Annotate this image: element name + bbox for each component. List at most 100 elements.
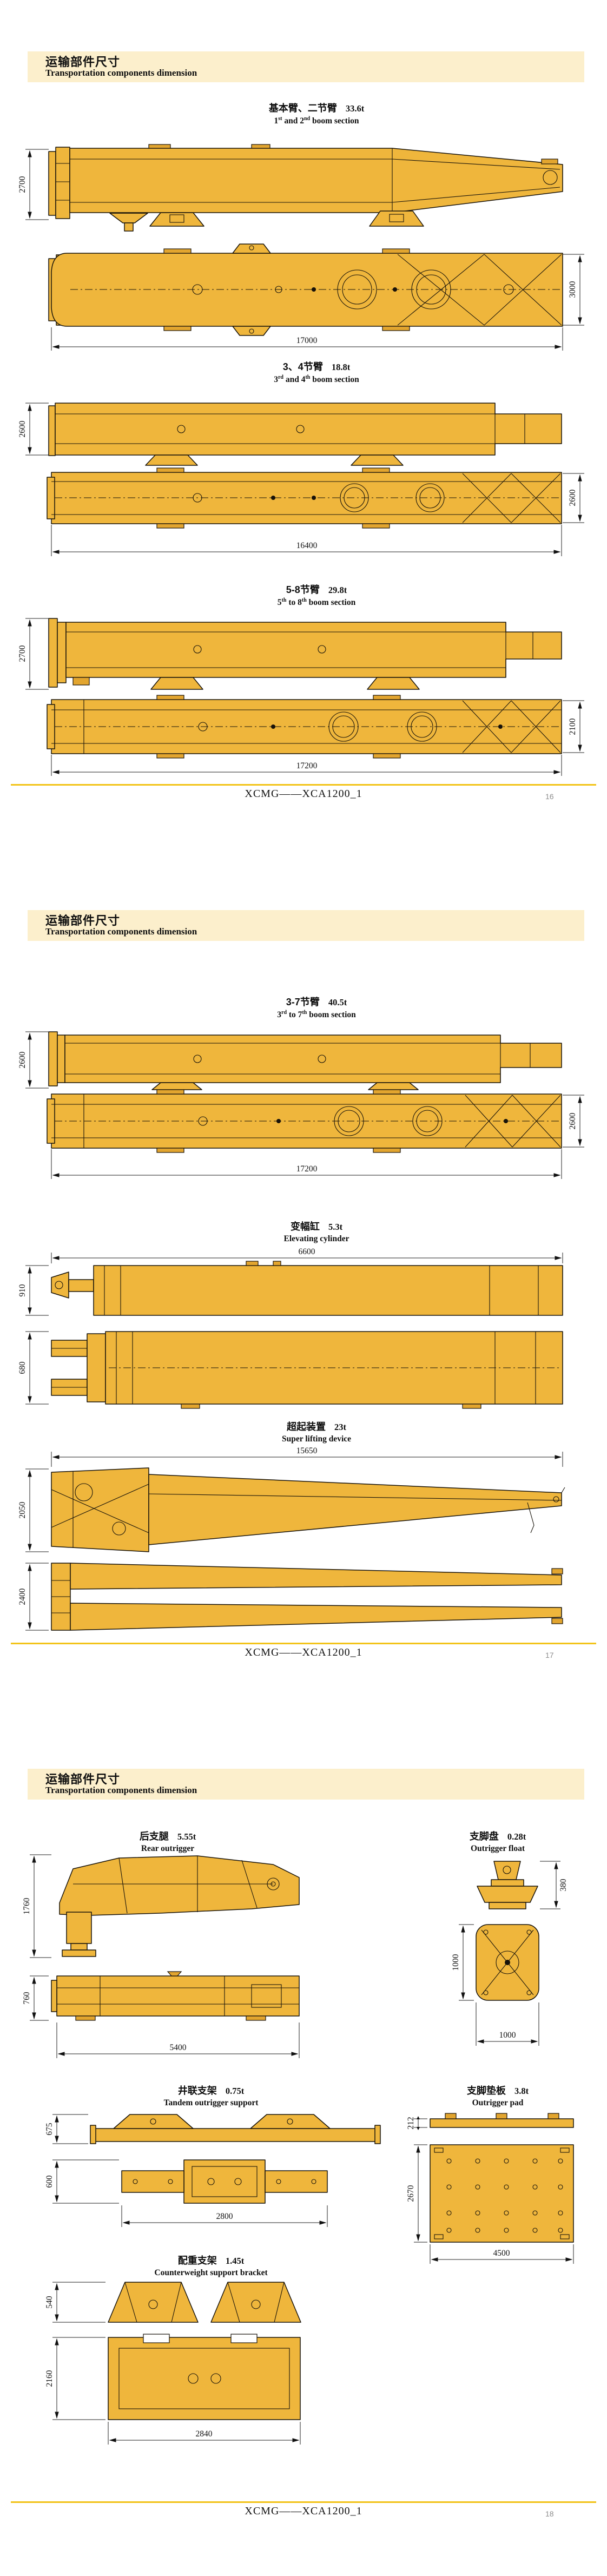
header-band: 运输部件尺寸 Transportation components dimensi… bbox=[28, 1769, 584, 1800]
super-lifting-side-view: 15650 2050 bbox=[18, 1441, 565, 1557]
section-weight: 3.8t bbox=[514, 2086, 529, 2096]
boom-3-7-top-view: 2600 17200 bbox=[19, 1089, 592, 1183]
dim-label: 600 bbox=[45, 2175, 54, 2188]
dim-label: 6600 bbox=[299, 1247, 315, 1256]
footer-rule bbox=[11, 784, 596, 786]
dim-label: 16400 bbox=[296, 541, 318, 550]
dim-label: 380 bbox=[559, 1879, 568, 1892]
section-title-cn: 配重支架 bbox=[177, 2255, 217, 2266]
section-title-boom-5-8: 5-8节臂 29.8t 5th to 8th boom section bbox=[162, 582, 471, 608]
section-weight: 18.8t bbox=[331, 362, 351, 372]
section-title-tandem-support: 井联支架 0.75t Tandem outrigger support bbox=[81, 2083, 341, 2108]
section-title-en: Elevating cylinder bbox=[283, 1234, 349, 1243]
rear-outrigger-bottom-view: 760 5400 bbox=[19, 1971, 333, 2068]
section-title-cn: 3-7节臂 bbox=[286, 997, 320, 1007]
dim-label: 675 bbox=[45, 2123, 54, 2136]
page-number: 17 bbox=[545, 1651, 554, 1659]
section-title-cn: 支脚盘 bbox=[469, 1831, 499, 1842]
section-title-en: Tandem outrigger support bbox=[163, 2098, 259, 2107]
section-weight: 29.8t bbox=[328, 585, 347, 595]
section-weight: 40.5t bbox=[328, 997, 347, 1007]
counterweight-bracket-front-view: 540 bbox=[19, 2275, 333, 2329]
header-title-en: Transportation components dimension bbox=[45, 1785, 197, 1795]
section-title-boom-1-2: 基本臂、二节臂 33.6t 1st and 2nd boom section bbox=[162, 101, 471, 126]
dim-label: 5400 bbox=[170, 2043, 187, 2052]
dim-label: 2600 bbox=[568, 489, 577, 506]
section-title-cn: 3、4节臂 bbox=[282, 361, 323, 372]
page-number: 16 bbox=[545, 792, 554, 801]
dim-label: 212 bbox=[406, 2117, 415, 2129]
dim-label: 2050 bbox=[18, 1501, 27, 1518]
dim-label: 2100 bbox=[568, 718, 577, 735]
dim-label: 1000 bbox=[451, 1954, 460, 1971]
section-weight: 0.28t bbox=[507, 1831, 526, 1842]
section-weight: 0.75t bbox=[225, 2086, 245, 2096]
section-title-cn: 基本臂、二节臂 bbox=[268, 103, 337, 114]
dim-label: 2600 bbox=[568, 1112, 577, 1129]
header-title-en: Transportation components dimension bbox=[45, 68, 197, 78]
section-weight: 33.6t bbox=[345, 103, 365, 114]
page-16: 运输部件尺寸 Transportation components dimensi… bbox=[0, 0, 607, 859]
dim-label: 17000 bbox=[296, 336, 318, 345]
outrigger-float-plan-view: 1000 1000 bbox=[438, 1920, 584, 2055]
outrigger-pad-plan-view: 2670 4500 bbox=[398, 2140, 584, 2268]
header-band: 运输部件尺寸 Transportation components dimensi… bbox=[28, 51, 584, 82]
dim-label: 2670 bbox=[406, 2185, 415, 2202]
section-title-counterweight-bracket: 配重支架 1.45t Counterweight support bracket bbox=[81, 2253, 341, 2278]
counterweight-bracket-plan-view: 2160 2840 bbox=[19, 2332, 333, 2448]
section-title-en: Counterweight support bracket bbox=[154, 2268, 268, 2277]
dim-label: 540 bbox=[45, 2296, 54, 2309]
dim-label: 17200 bbox=[296, 761, 318, 770]
footer-rule bbox=[11, 2501, 596, 2503]
dim-label: 1000 bbox=[499, 2031, 516, 2040]
section-title-outrigger-pad: 支脚垫板 3.8t Outrigger pad bbox=[400, 2083, 595, 2108]
section-weight: 1.45t bbox=[225, 2256, 245, 2266]
outrigger-float-side-view: 380 bbox=[438, 1858, 584, 1918]
boom-3-7-side-view: 2600 bbox=[18, 1030, 565, 1090]
header-band: 运输部件尺寸 Transportation components dimensi… bbox=[28, 910, 584, 941]
section-title-cn: 超起装置 bbox=[287, 1421, 326, 1432]
section-title-cn: 5-8节臂 bbox=[286, 584, 320, 595]
boom-5-8-side-view: 2700 bbox=[18, 617, 565, 693]
section-title-cn: 后支腿 bbox=[139, 1831, 169, 1842]
boom-1-2-side-view: 2700 bbox=[18, 144, 565, 233]
dim-label: 17200 bbox=[296, 1164, 318, 1174]
cylinder-side-view: 6600 910 bbox=[18, 1241, 565, 1322]
footer-doc-code: XCMG——XCA1200_1 bbox=[245, 2505, 362, 2517]
outrigger-pad-side-view: 212 bbox=[398, 2105, 584, 2138]
boom-3-4-side-view: 2600 bbox=[18, 399, 565, 467]
section-title-en: 1st and 2nd boom section bbox=[274, 116, 359, 126]
section-title-cn: 井联支架 bbox=[177, 2085, 217, 2096]
header-title-cn: 运输部件尺寸 bbox=[45, 914, 121, 927]
section-title-en: 3rd to 7th boom section bbox=[277, 1010, 356, 1020]
section-title-en: Rear outrigger bbox=[141, 1844, 195, 1853]
section-title-boom-3-7: 3-7节臂 40.5t 3rd to 7th boom section bbox=[162, 994, 471, 1020]
dim-label: 2600 bbox=[18, 420, 27, 437]
cylinder-bottom-view: 680 bbox=[18, 1325, 565, 1412]
dim-label: 3000 bbox=[568, 281, 577, 298]
section-weight: 23t bbox=[334, 1422, 346, 1432]
footer-doc-code: XCMG——XCA1200_1 bbox=[245, 788, 362, 800]
boom-5-8-top-view: 2100 17200 bbox=[19, 695, 592, 778]
boom-3-4-top-view: 2600 16400 bbox=[19, 467, 592, 564]
dim-label: 2800 bbox=[216, 2212, 233, 2221]
section-title-cn: 变幅缸 bbox=[290, 1221, 320, 1232]
section-title-en: 5th to 8th boom section bbox=[277, 597, 356, 608]
dim-label: 2700 bbox=[18, 645, 27, 662]
footer-rule bbox=[11, 1643, 596, 1644]
dim-label: 2700 bbox=[18, 176, 27, 193]
tandem-support-side-view: 675 bbox=[19, 2106, 408, 2153]
dim-label: 680 bbox=[18, 1361, 27, 1374]
dim-label: 910 bbox=[18, 1284, 27, 1297]
dim-label: 760 bbox=[22, 1992, 31, 2005]
section-title-cn: 支脚垫板 bbox=[466, 2085, 506, 2096]
super-lifting-top-view: 2400 bbox=[18, 1559, 565, 1635]
dim-label: 2400 bbox=[18, 1588, 27, 1605]
section-title-en: Outrigger pad bbox=[472, 2098, 524, 2107]
boom-1-2-top-view: 3000 17000 bbox=[19, 240, 592, 361]
